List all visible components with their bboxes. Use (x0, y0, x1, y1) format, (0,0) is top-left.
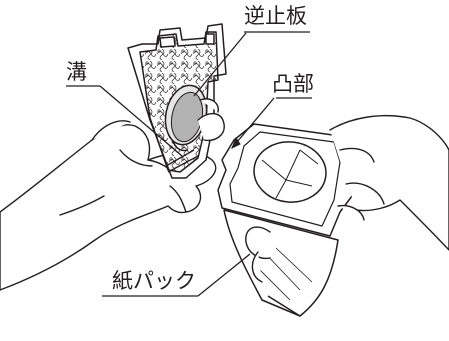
protrusion-arrow-icon (231, 136, 241, 150)
paper-pack (217, 123, 357, 317)
label-paper-pack: 紙パック (112, 269, 196, 293)
groove-leader (99, 85, 183, 157)
groove (165, 139, 199, 173)
left-hand (0, 120, 217, 291)
label-check-valve: 逆止板 (244, 4, 307, 28)
label-protrusion: 凸部 (272, 72, 314, 96)
check-valve-leader (193, 32, 247, 97)
paper-pack-leader (197, 253, 251, 297)
label-groove: 溝 (66, 60, 87, 84)
left-thumb (197, 98, 225, 142)
lower-hand (245, 226, 271, 283)
right-hand (329, 114, 449, 251)
protrusion-leader (231, 97, 275, 149)
leader-lines (66, 31, 312, 297)
